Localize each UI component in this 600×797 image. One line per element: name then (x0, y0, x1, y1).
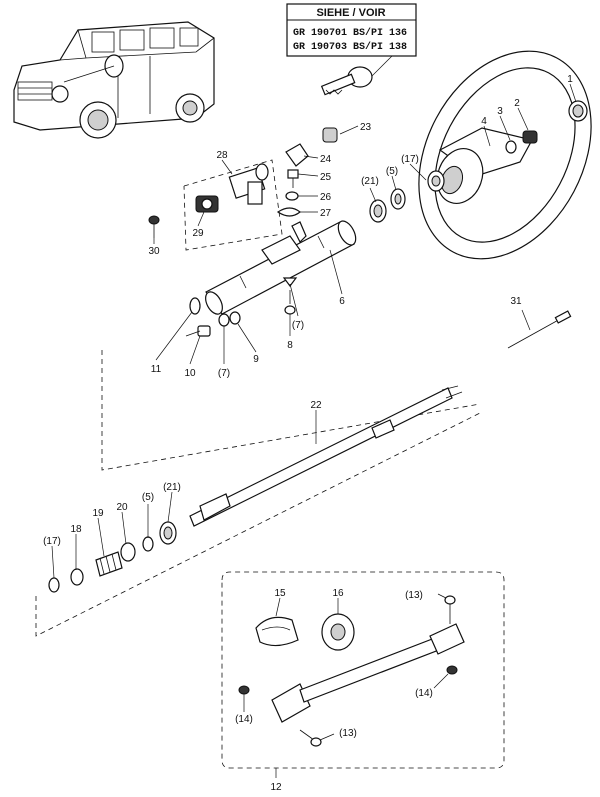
label-23: 23 (360, 122, 372, 133)
label-10: 10 (184, 368, 196, 379)
screw-30 (148, 215, 160, 238)
ignition-switch-assembly (183, 159, 283, 251)
label-4: 4 (481, 116, 487, 127)
label-31: 31 (510, 296, 522, 307)
steering-wheel (418, 50, 592, 260)
reference-line-1: GR 190701 BS/PI 136 (293, 27, 407, 39)
label-13a: (13) (405, 590, 423, 601)
lower-zone-outline (35, 411, 483, 637)
label-2: 2 (514, 98, 520, 109)
label-19: 19 (92, 508, 104, 519)
label-20: 20 (116, 502, 128, 513)
label-12: 12 (270, 782, 282, 793)
label-14b: (14) (415, 688, 433, 699)
leader-lines (51, 83, 577, 778)
steering-jacket-tube (205, 220, 357, 315)
label-17a: (17) (401, 154, 419, 165)
label-15: 15 (274, 588, 286, 599)
reference-box-title: SIEHE / VOIR (316, 7, 385, 19)
label-5a: (5) (386, 166, 398, 177)
label-17b: (17) (43, 536, 61, 547)
label-1: 1 (567, 74, 573, 85)
label-18: 18 (70, 524, 82, 535)
label-7b: (7) (292, 320, 304, 331)
label-9: 9 (253, 354, 259, 365)
label-29: 29 (192, 228, 204, 239)
label-26: 26 (320, 192, 332, 203)
label-22: 22 (310, 400, 322, 411)
part-labels: 1 2 3 4 23 (17) (5) (21) 24 25 26 27 28 … (43, 74, 573, 793)
label-28: 28 (216, 150, 228, 161)
vehicle-illustration (13, 21, 215, 139)
label-25: 25 (320, 172, 332, 183)
column-small-parts (185, 277, 298, 337)
label-27: 27 (320, 208, 332, 219)
label-3: 3 (497, 106, 503, 117)
reference-line-2: GR 190703 BS/PI 138 (293, 41, 407, 53)
lower-shaft-parts (48, 521, 177, 593)
drive-unit-31 (507, 310, 572, 349)
label-11: 11 (151, 364, 162, 375)
intermediate-shaft-group (221, 571, 505, 769)
label-21b: (21) (163, 482, 181, 493)
label-14a: (14) (235, 714, 253, 725)
steering-shaft (189, 385, 463, 527)
shaft-zone-outline (101, 350, 481, 471)
wheel-small-parts (369, 100, 588, 223)
ignition-lock-parts (276, 127, 338, 217)
key-illustration (320, 66, 373, 96)
label-24: 24 (320, 154, 332, 165)
label-30: 30 (148, 246, 160, 257)
label-5b: (5) (142, 492, 154, 503)
label-7a: (7) (218, 368, 230, 379)
label-8: 8 (287, 340, 293, 351)
label-6: 6 (339, 296, 345, 307)
label-16: 16 (332, 588, 344, 599)
label-13b: (13) (339, 728, 357, 739)
label-21a: (21) (361, 176, 379, 187)
